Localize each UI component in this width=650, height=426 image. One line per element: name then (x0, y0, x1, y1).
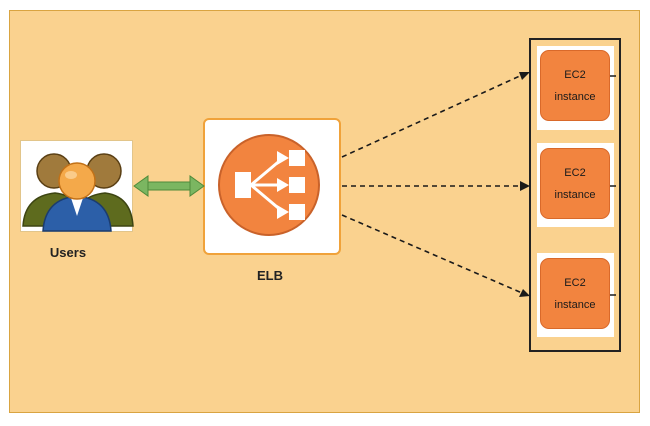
ec2-instance: EC2 instance (540, 258, 610, 329)
load-balancer-icon (212, 125, 332, 247)
ec2-label-line2: instance (554, 90, 596, 103)
ec2-instance: EC2 instance (540, 148, 610, 219)
users-group-icon (22, 153, 134, 232)
elb-label: ELB (257, 268, 283, 283)
ec2-instance: EC2 instance (540, 50, 610, 121)
users-icon-box (20, 140, 134, 232)
arrowhead (520, 181, 530, 191)
elb-to-ec2-arrow (341, 74, 523, 158)
ec2-label-line2: instance (554, 188, 596, 201)
ec2-label-line1: EC2 (564, 166, 586, 179)
ec2-label-line1: EC2 (564, 276, 586, 289)
ec2-label-line1: EC2 (564, 68, 586, 81)
elb-to-ec2-arrow (341, 214, 523, 294)
elb-node (203, 118, 341, 255)
arrowhead (519, 72, 530, 80)
ec2-group (529, 38, 621, 352)
users-label: Users (49, 245, 87, 260)
arrowhead (519, 289, 530, 297)
users-elb-arrow (133, 175, 205, 197)
ec2-label-line2: instance (554, 298, 596, 311)
